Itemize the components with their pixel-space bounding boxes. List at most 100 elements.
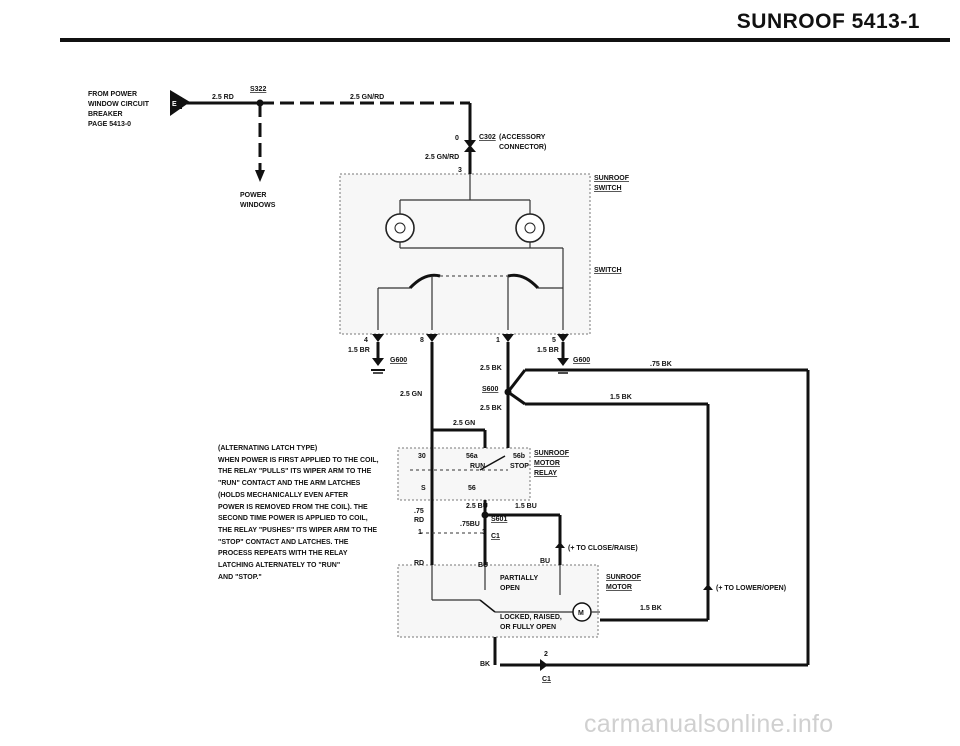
c302-pin: 0 [455, 135, 459, 142]
from-line-4: PAGE 5413-0 [88, 121, 131, 128]
page-title: SUNROOF 5413-1 [736, 10, 920, 33]
wire-2-5-bk-top: 2.5 BK [480, 365, 502, 372]
c302-desc-2: CONNECTOR) [499, 144, 546, 151]
wire-bu-2: BU [540, 558, 550, 565]
wire-2-5-gn-left: 2.5 GN [400, 391, 422, 398]
partially-open-1: PARTIALLY [500, 575, 538, 582]
sunroof-switch-box [339, 173, 591, 335]
switch-lamp-right [515, 213, 545, 243]
wire-bu: BU [478, 562, 488, 569]
note-line: AND "STOP." [218, 573, 262, 581]
g600-right-label: G600 [573, 357, 590, 364]
note-line: (HOLDS MECHANICALLY EVEN AFTER [218, 491, 349, 499]
wire-1-5-bk-top: 1.5 BK [610, 394, 632, 401]
connector-e-box [170, 97, 182, 109]
sunroof-switch-label-1: SUNROOF [594, 175, 630, 182]
note-line: "RUN" CONTACT AND THE ARM LATCHES [218, 480, 361, 488]
note-line: THE RELAY "PUSHES" ITS WIPER ARM TO THE [218, 526, 378, 534]
relay-pin-1: 1 [418, 529, 422, 536]
relay-pin-30: 30 [418, 453, 426, 460]
power-windows-line-2: WINDOWS [240, 202, 276, 209]
relay-pin-56a: 56a [466, 453, 478, 460]
wire-1-5-br-right: 1.5 BR [537, 347, 559, 354]
relay-pin-3: 3 [482, 529, 486, 536]
ground-g600-left [372, 358, 384, 366]
source-wiring [170, 90, 476, 182]
splice-s600-label: S600 [482, 386, 498, 393]
note-line: (ALTERNATING LATCH TYPE) [218, 445, 318, 452]
relay-description-note: (ALTERNATING LATCH TYPE) WHEN POWER IS F… [218, 443, 418, 583]
relay-label-1: SUNROOF [534, 450, 570, 457]
switch-pin-5: 5 [552, 337, 556, 344]
motor-box [397, 564, 599, 638]
locked-raised-2: OR FULLY OPEN [500, 624, 556, 631]
motor-pin-2: 2 [544, 651, 548, 658]
from-line-1: FROM POWER [88, 91, 137, 98]
switch-pin-8: 8 [420, 337, 424, 344]
switch-outputs [371, 334, 570, 450]
wire-1-5-bu: 1.5 BU [515, 503, 537, 510]
motor-c1-label: C1 [542, 676, 551, 683]
switch-pin-1: 1 [496, 337, 500, 344]
wire-75-bk: .75 BK [650, 361, 672, 368]
ground-g600-right [557, 358, 569, 366]
note-line: THE RELAY "PULLS" ITS WIPER ARM TO THE [218, 468, 372, 476]
relay-label-3: RELAY [534, 470, 557, 477]
relay-pin-s: S [421, 485, 426, 492]
relay-wiring [410, 428, 565, 565]
splice-s322-label: S322 [250, 86, 266, 93]
wire-2-5-gnrd-top: 2.5 GN/RD [350, 94, 384, 101]
note-line: SECOND TIME POWER IS APPLIED TO COIL, [218, 515, 368, 523]
note-line: POWER IS REMOVED FROM THE COIL). THE [218, 503, 368, 511]
connector-c1-bottom [540, 659, 548, 671]
power-windows-arrow [255, 170, 265, 182]
watermark: carmanualsonline.info [584, 710, 834, 738]
wire-75-rd-1: .75 [414, 508, 424, 515]
sunroof-switch-label-2: SWITCH [594, 185, 622, 192]
c302-pin-in: 3 [458, 167, 462, 174]
ground-return [500, 368, 810, 671]
motor-label-1: SUNROOF [606, 574, 642, 581]
motor-label-2: MOTOR [606, 584, 632, 591]
from-line-2: WINDOW CIRCUIT [88, 101, 150, 108]
relay-label-2: MOTOR [534, 460, 560, 467]
wire-2-5-rd: 2.5 RD [212, 94, 234, 101]
close-raise-label: (+ TO CLOSE/RAISE) [568, 545, 638, 552]
note-line: "STOP" CONTACT AND LATCHES. THE [218, 538, 349, 546]
wire-2-5-gn-mid: 2.5 GN [453, 420, 475, 427]
switch-sub-label: SWITCH [594, 267, 622, 274]
connector-e-label: E [172, 101, 177, 108]
from-line-3: BREAKER [88, 111, 123, 118]
relay-box [397, 447, 531, 501]
c302-label: C302 [479, 134, 496, 141]
splice-s601-label: S601 [491, 516, 507, 523]
page-header: SUNROOF 5413-1 [0, 0, 960, 48]
wire-1-5-br-left: 1.5 BR [348, 347, 370, 354]
relay-run: RUN [470, 463, 485, 470]
lower-open-label: (+ TO LOWER/OPEN) [716, 585, 786, 592]
relay-pin-56b: 56b [513, 453, 525, 460]
component-boxes [339, 173, 599, 638]
switch-internals [377, 174, 564, 330]
switch-pin-4: 4 [364, 337, 368, 344]
note-line: LATCHING ALTERNATELY TO "RUN" [218, 562, 341, 570]
locked-raised-1: LOCKED, RAISED, [500, 614, 562, 621]
motor-m-label: M [578, 610, 584, 617]
wire-75-rd-2: RD [414, 517, 424, 524]
relay-pin-56: 56 [468, 485, 476, 492]
note-line: WHEN POWER IS FIRST APPLIED TO THE COIL, [218, 456, 379, 464]
wire-2-5-bk-bottom: 2.5 BK [480, 405, 502, 412]
wire-rd: RD [414, 560, 424, 567]
relay-c1-label: C1 [491, 533, 500, 540]
labels: FROM POWER WINDOW CIRCUIT BREAKER PAGE 5… [88, 86, 786, 683]
wire-2-5-gnrd: 2.5 GN/RD [425, 154, 459, 161]
c302-desc-1: (ACCESSORY [499, 134, 546, 141]
motor-internals [431, 565, 600, 665]
wire-bk: BK [480, 661, 490, 668]
header-rule [60, 38, 950, 42]
note-line: PROCESS REPEATS WITH THE RELAY [218, 550, 348, 558]
g600-left-label: G600 [390, 357, 407, 364]
relay-stop: STOP [510, 463, 529, 470]
wire-1-5-bk-motor: 1.5 BK [640, 605, 662, 612]
